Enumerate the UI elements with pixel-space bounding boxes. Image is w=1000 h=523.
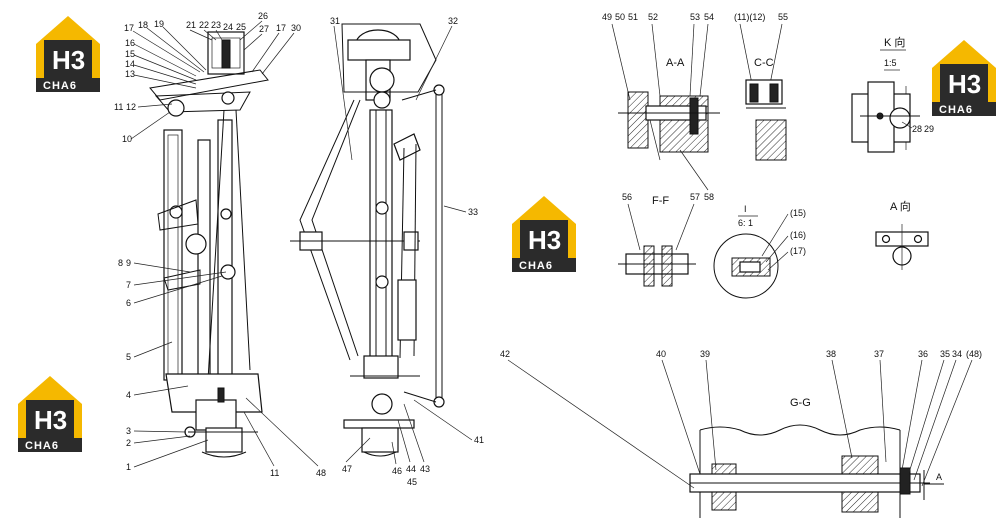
svg-text:37: 37	[874, 349, 884, 359]
svg-text:58: 58	[704, 192, 714, 202]
svg-text:F-F: F-F	[652, 195, 669, 207]
svg-text:9: 9	[126, 258, 131, 268]
svg-text:1:5: 1:5	[884, 58, 897, 68]
svg-text:3: 3	[126, 426, 131, 436]
svg-text:41: 41	[474, 435, 484, 445]
svg-text:47: 47	[342, 464, 352, 474]
svg-text:29: 29	[924, 124, 934, 134]
svg-text:46: 46	[392, 466, 402, 476]
svg-text:12: 12	[126, 102, 136, 112]
svg-text:14: 14	[125, 59, 135, 69]
svg-text:19: 19	[154, 19, 164, 29]
svg-text:26: 26	[258, 11, 268, 21]
svg-text:24: 24	[223, 22, 233, 32]
svg-text:45: 45	[407, 477, 417, 487]
svg-text:10: 10	[122, 134, 132, 144]
svg-text:2: 2	[126, 438, 131, 448]
svg-text:A-A: A-A	[666, 57, 685, 69]
svg-text:28: 28	[912, 124, 922, 134]
view-k: K 向 1:5 28 29	[851, 35, 934, 153]
detail-i: I 6: 1 (15) (16) (17)	[713, 204, 806, 299]
svg-text:1: 1	[126, 462, 131, 472]
section-f-f: F-F 56 57	[618, 192, 700, 287]
svg-text:4: 4	[126, 390, 131, 400]
svg-text:43: 43	[420, 464, 430, 474]
logo-badge-top-left: H3 CHA6	[36, 16, 100, 92]
svg-text:11: 11	[270, 468, 279, 478]
svg-text:30: 30	[291, 23, 301, 33]
svg-text:18: 18	[138, 20, 148, 30]
svg-text:15: 15	[125, 49, 135, 59]
left-assembly-callouts: 17 18 19 21 22 23 24 25 26 27 17 30 16 1…	[114, 11, 326, 478]
svg-text:17: 17	[276, 23, 286, 33]
svg-text:H3: H3	[528, 225, 561, 255]
svg-text:(17): (17)	[790, 246, 806, 256]
svg-text:21: 21	[186, 20, 196, 30]
svg-text:16: 16	[125, 38, 135, 48]
svg-text:6: 1: 6: 1	[738, 218, 753, 228]
svg-text:34: 34	[952, 349, 962, 359]
svg-text:CHA6: CHA6	[43, 80, 77, 92]
svg-text:50: 50	[615, 12, 625, 22]
svg-text:23: 23	[211, 20, 221, 30]
svg-text:48: 48	[316, 468, 326, 478]
left-assembly-side-view	[149, 31, 269, 458]
svg-text:56: 56	[622, 192, 632, 202]
svg-text:38: 38	[826, 349, 836, 359]
svg-text:35: 35	[940, 349, 950, 359]
logo-badge-center: H3 CHA6	[512, 196, 576, 272]
svg-text:CHA6: CHA6	[939, 104, 973, 116]
svg-text:36: 36	[918, 349, 928, 359]
svg-text:8: 8	[118, 258, 123, 268]
svg-text:42: 42	[500, 349, 510, 359]
svg-text:57: 57	[690, 192, 700, 202]
svg-text:25: 25	[236, 22, 246, 32]
svg-text:13: 13	[125, 69, 135, 79]
center-assembly-callouts: 31 32 33 41 47 46 44 45 43	[330, 16, 484, 487]
svg-text:CHA6: CHA6	[25, 440, 59, 452]
svg-text:H3: H3	[34, 405, 67, 435]
svg-text:H3: H3	[52, 45, 85, 75]
svg-text:(11)(12): (11)(12)	[734, 12, 765, 22]
svg-text:I: I	[744, 204, 747, 214]
svg-text:A 向: A 向	[890, 199, 911, 213]
svg-text:54: 54	[704, 12, 714, 22]
svg-text:6: 6	[126, 298, 131, 308]
svg-text:H3: H3	[948, 69, 981, 99]
svg-text:55: 55	[778, 12, 788, 22]
section-g-g: G-G A 42 40 39 38 37 36 35 34 (48)	[500, 349, 982, 518]
svg-text:7: 7	[126, 280, 131, 290]
svg-text:(48): (48)	[966, 349, 982, 359]
svg-text:52: 52	[648, 12, 658, 22]
svg-text:G-G: G-G	[790, 397, 811, 409]
svg-text:39: 39	[700, 349, 710, 359]
section-a-a: A-A 49 50 51 52 53 54 58	[602, 12, 720, 202]
svg-text:(16): (16)	[790, 230, 806, 240]
svg-text:40: 40	[656, 349, 666, 359]
svg-text:(15): (15)	[790, 208, 806, 218]
svg-text:K 向: K 向	[884, 35, 905, 49]
svg-text:C-C: C-C	[754, 57, 774, 69]
logo-badge-top-right: H3 CHA6	[932, 40, 996, 116]
svg-text:CHA6: CHA6	[519, 260, 553, 272]
svg-text:22: 22	[199, 20, 209, 30]
svg-text:5: 5	[126, 352, 131, 362]
center-assembly-front-view	[290, 23, 445, 457]
svg-text:A: A	[936, 472, 942, 482]
logo-badge-bottom-left: H3 CHA6	[18, 376, 82, 452]
view-a: A 向	[875, 199, 929, 270]
svg-text:31: 31	[330, 16, 340, 26]
section-c-c: C-C (11)(12) 55	[734, 12, 788, 161]
svg-text:44: 44	[406, 464, 416, 474]
svg-text:53: 53	[690, 12, 700, 22]
svg-text:51: 51	[628, 12, 638, 22]
svg-text:33: 33	[468, 207, 478, 217]
svg-text:11: 11	[114, 102, 123, 112]
svg-text:32: 32	[448, 16, 458, 26]
svg-text:17: 17	[124, 23, 134, 33]
svg-text:49: 49	[602, 12, 612, 22]
svg-text:27: 27	[259, 24, 269, 34]
